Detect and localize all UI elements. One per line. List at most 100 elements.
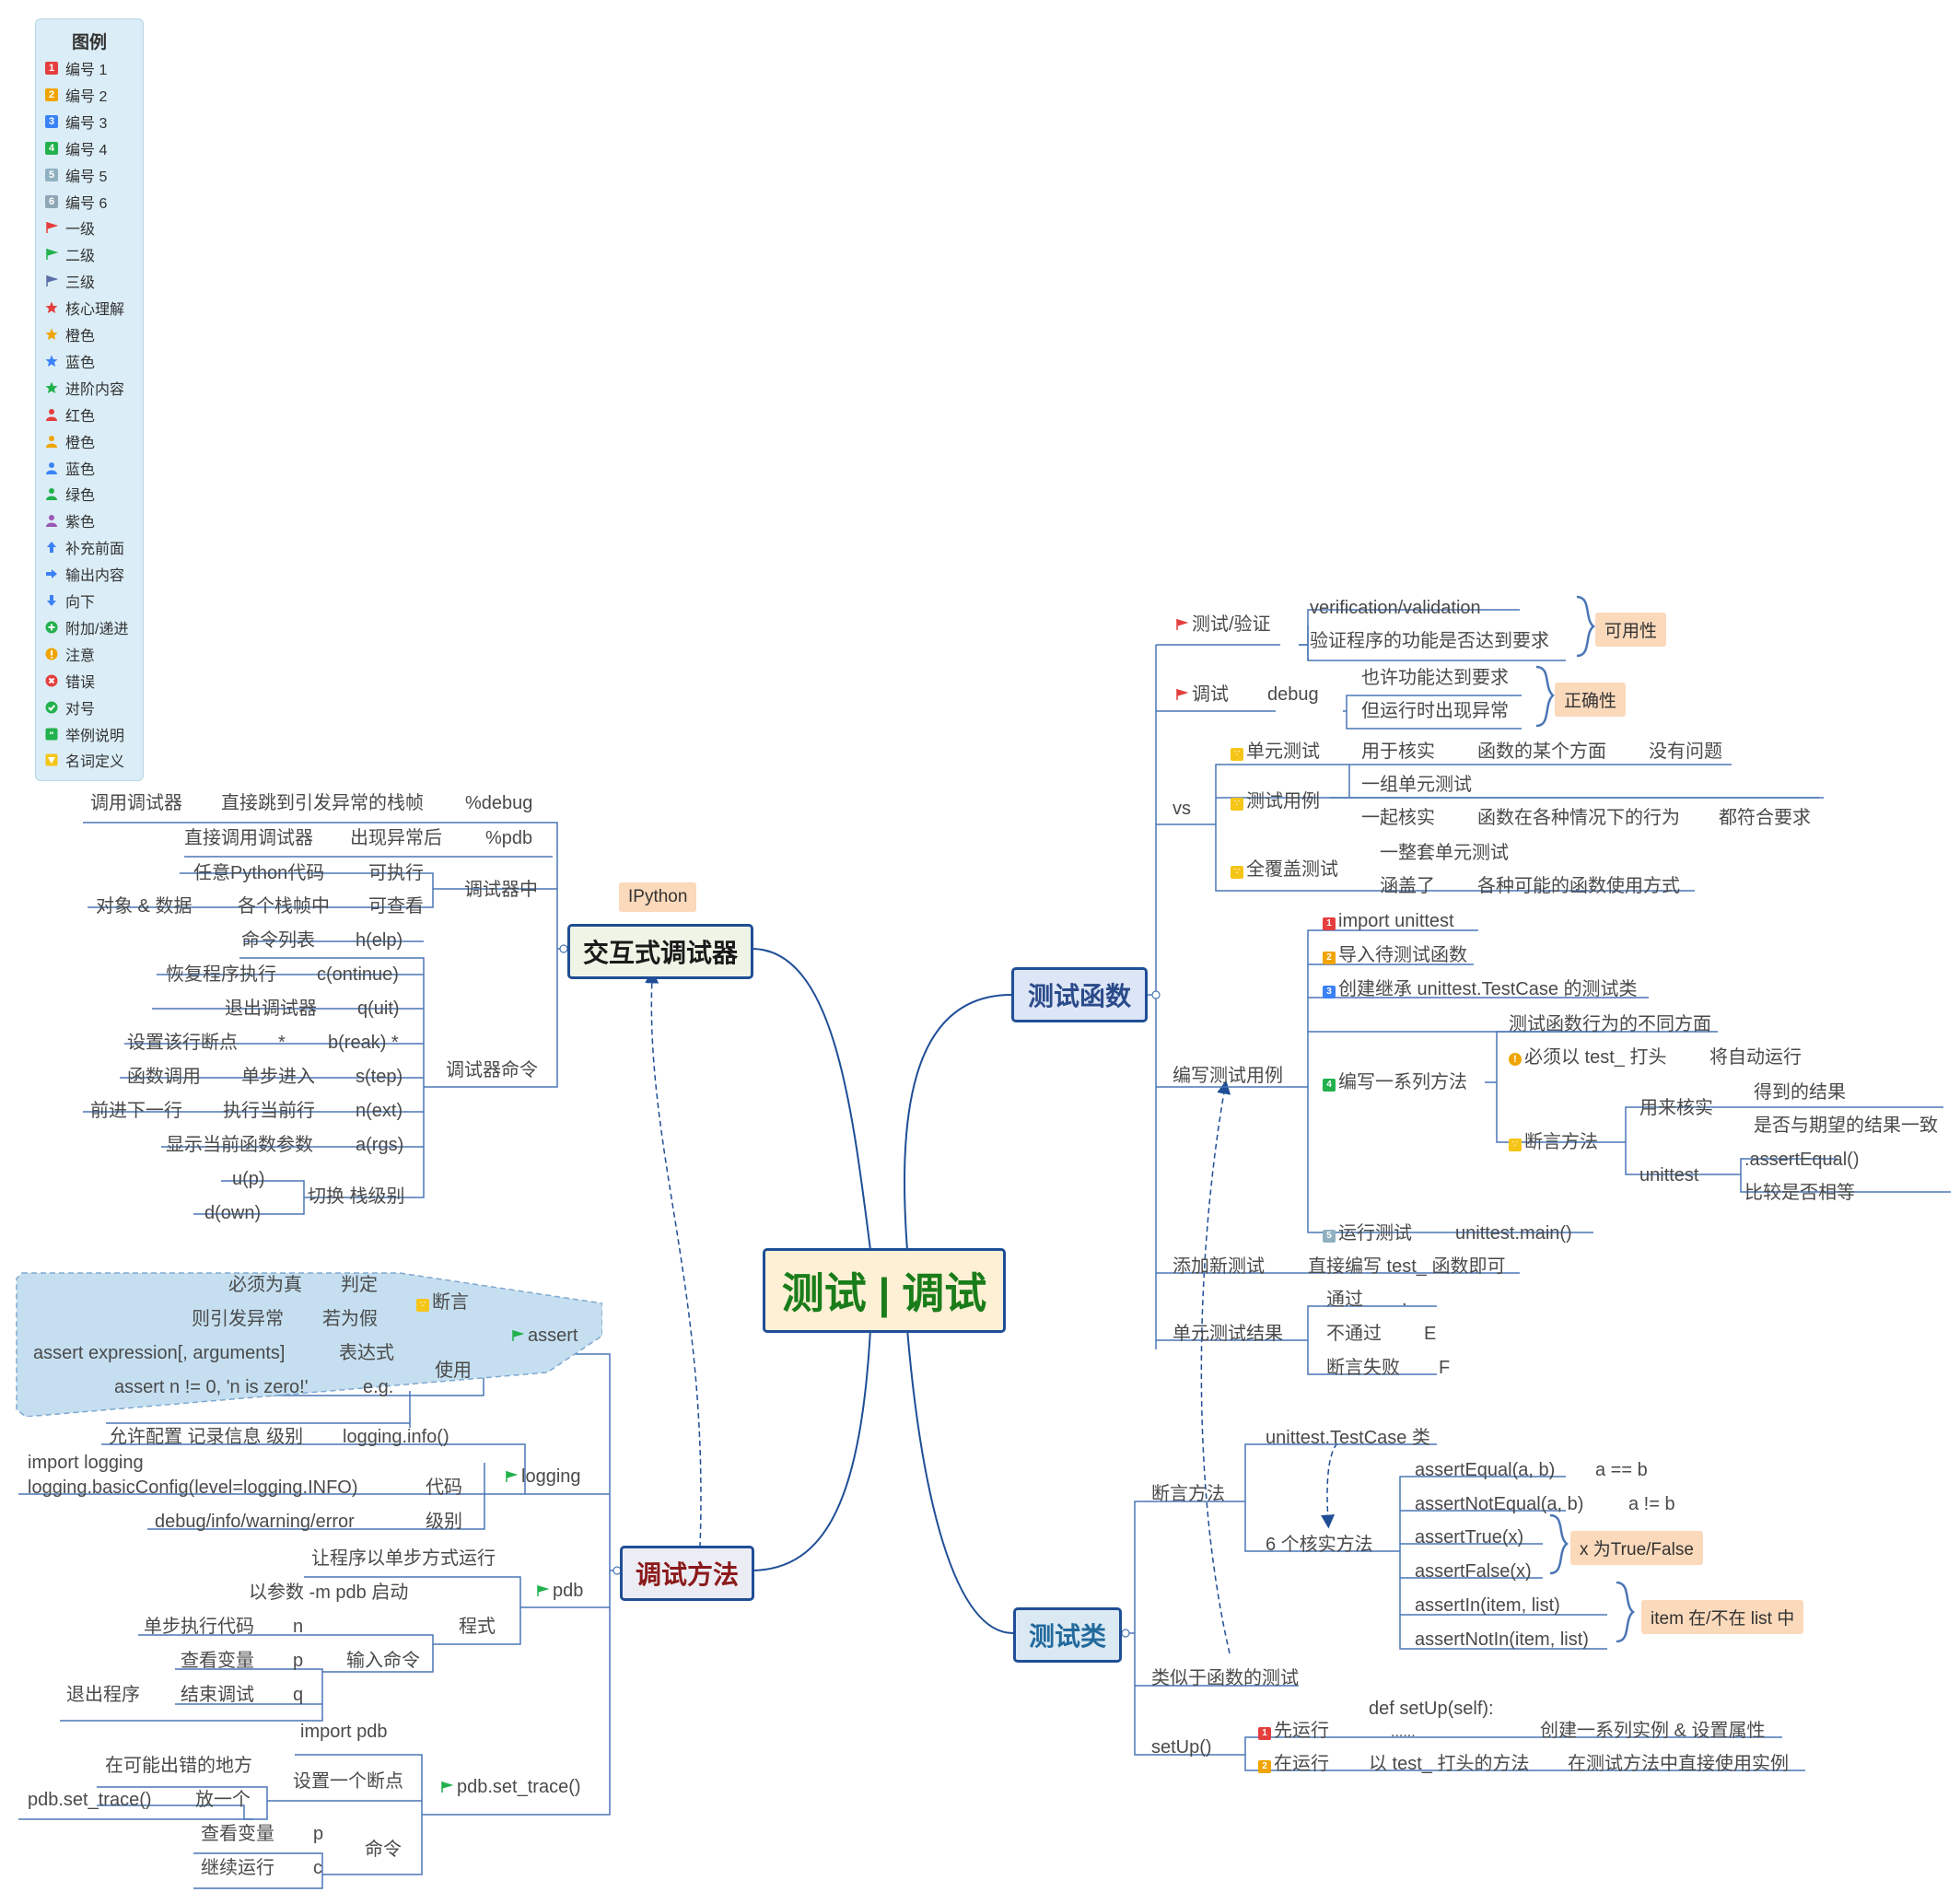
cmd-4-c: b(reak) * [328, 1033, 399, 1053]
verify-use-label: 用来核实 [1639, 1098, 1713, 1118]
legend-item-label: 一级 [65, 222, 96, 239]
priority-2-icon: 2 [45, 88, 58, 101]
assert-label[interactable]: assert [511, 1326, 578, 1345]
definition-icon: ∵ [1231, 798, 1243, 811]
cmd-8-c: 切换 栈级别 [308, 1186, 405, 1207]
legend-item: 注意 [45, 644, 95, 664]
legend-item-label: 输出内容 [65, 568, 125, 585]
setup-def-2: ...... [1391, 1724, 1416, 1740]
legend-item: “举例说明 [45, 724, 124, 744]
method-4: assertFalse(x) [1415, 1561, 1532, 1582]
inter-r1-a: 调用调试器 [90, 793, 182, 813]
legend-item: 红色 [45, 404, 95, 425]
inter-cmd-label[interactable]: 调试器命令 [446, 1060, 538, 1080]
result-pass-symbol: . [1402, 1290, 1407, 1310]
legend-item-label: 红色 [65, 408, 96, 425]
unit-c: 没有问题 [1649, 742, 1722, 762]
pdb-prog: 程式 [459, 1617, 496, 1637]
inter-r1-c: %debug [465, 793, 533, 813]
star-blue-icon [45, 355, 58, 368]
flag-red-icon [45, 221, 58, 234]
logging-l4: 级别 [426, 1512, 462, 1532]
trace-t3: pdb.set_trace() [28, 1790, 152, 1810]
priority-4-icon: 4 [45, 141, 58, 155]
step-1-text: import unittest [1338, 911, 1454, 931]
inter-in-label[interactable]: 调试器中 [464, 880, 538, 900]
arrow-down-icon [45, 594, 58, 607]
method-1-value: a == b [1595, 1460, 1648, 1480]
legend-item: 向下 [45, 590, 95, 611]
setup-label[interactable]: setUp() [1151, 1737, 1212, 1758]
cmd-1-b: h(elp) [356, 930, 403, 951]
verify-label[interactable]: 测试/验证 [1175, 615, 1271, 634]
assert-u1: assert expression[, arguments] [33, 1343, 286, 1363]
check-circle-icon [45, 701, 58, 714]
unit-test-text: 单元测试 [1246, 742, 1320, 762]
flag-blue-icon [45, 274, 58, 287]
assert-text: assert [528, 1326, 578, 1346]
assert-duan-text: 断言 [432, 1292, 469, 1313]
definition-icon [45, 753, 58, 766]
write-case-label[interactable]: 编写测试用例 [1172, 1066, 1283, 1086]
trace-k1: 查看变量 [201, 1824, 274, 1844]
cmd-6-b: 执行当前行 [223, 1101, 315, 1121]
legend-item-label: 绿色 [65, 488, 96, 505]
legend-item-label: 二级 [65, 249, 96, 265]
result-assert-fail: 断言失败 [1326, 1358, 1400, 1378]
priority-1-icon: 1 [45, 62, 58, 75]
similar-label[interactable]: 类似于函数的测试 [1151, 1668, 1299, 1688]
logging-code-2: logging.basicConfig(level=logging.INFO) [28, 1477, 358, 1498]
cmd-7-b: a(rgs) [356, 1135, 404, 1155]
unittest-u2: 比较是否相等 [1744, 1183, 1855, 1203]
logging-code-label: 代码 [426, 1477, 462, 1498]
debug-label[interactable]: 调试 [1175, 685, 1229, 704]
unit-test-label: ∵单元测试 [1231, 742, 1320, 761]
trace-t3b: 放一个 [195, 1790, 251, 1810]
legend-item-label: 编号 6 [65, 195, 108, 212]
pdb-k3-value: q [293, 1685, 304, 1705]
topic-test-function[interactable]: 测试函数 [1011, 967, 1148, 1022]
legend-item-label: 向下 [65, 595, 96, 611]
trace-label[interactable]: pdb.set_trace() [440, 1778, 581, 1796]
result-label[interactable]: 单元测试结果 [1172, 1324, 1283, 1344]
legend-item: 错误 [45, 671, 95, 691]
method-6: assertNotIn(item, list) [1415, 1629, 1589, 1650]
assert-u2: 表达式 [339, 1343, 394, 1363]
verify-v2: 是否与期望的结果一致 [1754, 1115, 1938, 1136]
method-5: assertIn(item, list) [1415, 1595, 1560, 1616]
step-5a: unittest.main() [1455, 1223, 1572, 1244]
full-a: 一整套单元测试 [1380, 843, 1509, 863]
person-green-icon [45, 487, 58, 501]
star-red-icon [45, 301, 58, 314]
step-4a: 测试函数行为的不同方面 [1509, 1014, 1711, 1034]
legend-item-label: 对号 [65, 701, 96, 718]
pdb-p1: 让程序以单步方式运行 [311, 1548, 496, 1569]
flag-green-icon [512, 1330, 524, 1341]
inter-r3-b: 可执行 [368, 863, 424, 883]
priority-4-icon: 4 [1323, 1079, 1336, 1092]
class-assert-label[interactable]: 断言方法 [1151, 1484, 1225, 1504]
legend-item: 进阶内容 [45, 378, 124, 398]
ipython-callout: IPython [619, 882, 697, 912]
assert-boundary [16, 1272, 602, 1417]
vs-label[interactable]: vs [1172, 799, 1191, 819]
full-c: 各种可能的函数使用方式 [1477, 876, 1680, 896]
topic-test-class[interactable]: 测试类 [1013, 1607, 1122, 1663]
legend-item-label: 紫色 [65, 515, 96, 531]
cmd-5-c: s(tep) [356, 1067, 403, 1087]
add-test-label[interactable]: 添加新测试 [1172, 1256, 1265, 1277]
logging-l1: 允许配置 记录信息 级别 [109, 1427, 304, 1447]
pdb-label[interactable]: pdb [536, 1582, 583, 1600]
topic-debug-methods[interactable]: 调试方法 [620, 1546, 754, 1601]
topic-interactive-debugger[interactable]: 交互式调试器 [567, 924, 753, 979]
full-coverage-text: 全覆盖测试 [1246, 859, 1338, 880]
logging-label[interactable]: logging [505, 1467, 581, 1486]
central-topic[interactable]: 测试 | 调试 [763, 1248, 1006, 1333]
setup-def-1: def setUp(self): [1369, 1699, 1494, 1719]
assert-method-label: ∵断言方法 [1509, 1133, 1598, 1151]
